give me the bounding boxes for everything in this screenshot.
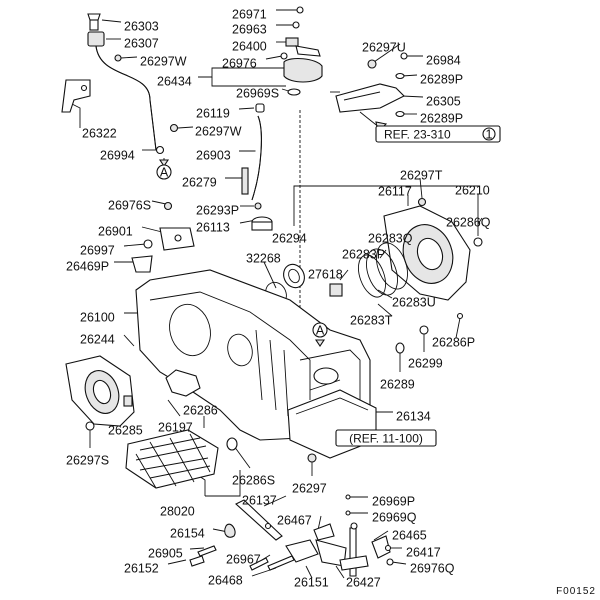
part-label-p26963: 26963 — [232, 23, 267, 37]
part-label-p26286q: 26286Q — [446, 216, 491, 230]
part-label-p26427: 26427 — [346, 576, 381, 590]
figure-code: F00152 — [556, 586, 596, 597]
part-label-p26976s: 26976S — [108, 199, 151, 213]
part-label-p26289p_a: 26289P — [420, 73, 463, 87]
part-label-p26279: 26279 — [182, 176, 217, 190]
part-label-p26197: 26197 — [158, 421, 193, 435]
part-label-p26286: 26286 — [183, 404, 218, 418]
part-label-p26283q: 26283Q — [368, 232, 413, 246]
ref-11-100: (REF. 11-100) — [349, 432, 423, 446]
oil-strainer — [125, 429, 219, 489]
part-label-p26969q: 26969Q — [372, 511, 417, 525]
part-label-p26152: 26152 — [124, 562, 159, 576]
shift-cable-bracket: REF. 23-310 1 — [335, 52, 501, 143]
part-label-p26905: 26905 — [148, 547, 183, 561]
part-label-p26100: 26100 — [80, 311, 115, 325]
part-label-p26434: 26434 — [157, 75, 192, 89]
ref-23-310: REF. 23-310 — [384, 128, 451, 142]
callout-a-body: A — [316, 324, 325, 338]
part-label-p26297t: 26297T — [400, 169, 443, 183]
part-label-p26285: 26285 — [108, 424, 143, 438]
part-label-p26969s: 26969S — [236, 87, 279, 101]
part-label-p26901: 26901 — [98, 225, 133, 239]
part-label-p26137: 26137 — [242, 494, 277, 508]
part-label-p26289p_b: 26289P — [420, 112, 463, 126]
part-label-p26467: 26467 — [277, 514, 312, 528]
sensor-bracket — [131, 201, 195, 273]
part-label-p26286s: 26286S — [232, 474, 275, 488]
part-label-p26210: 26210 — [455, 184, 490, 198]
part-label-p26307: 26307 — [124, 37, 159, 51]
selector-lever-group — [280, 6, 323, 96]
callout-a-top: A — [160, 166, 169, 180]
part-label-p26969p: 26969P — [372, 495, 415, 509]
part-label-p27618: 27618 — [308, 268, 343, 282]
part-label-p26976q: 26976Q — [410, 562, 455, 576]
part-label-p26903: 26903 — [196, 149, 231, 163]
ref-23-310-circle: 1 — [486, 128, 493, 142]
bell-housing — [65, 355, 238, 451]
part-label-p26417: 26417 — [406, 546, 441, 560]
part-label-p26283u: 26283U — [392, 296, 436, 310]
transmission-case: A — [135, 269, 429, 441]
part-label-p26297: 26297 — [292, 482, 327, 496]
part-label-p26971: 26971 — [232, 8, 267, 22]
part-label-p26289: 26289 — [380, 378, 415, 392]
part-label-p26994: 26994 — [100, 149, 135, 163]
part-label-p26976_a: 26976 — [222, 57, 257, 71]
part-label-p26468: 26468 — [208, 574, 243, 588]
part-label-p26297w_a: 26297W — [140, 55, 187, 69]
parking-linkage — [189, 494, 394, 577]
part-label-p26297u: 26297U — [362, 41, 406, 55]
part-label-p26151: 26151 — [294, 576, 329, 590]
part-label-p26117: 26117 — [378, 185, 412, 199]
part-label-p26469p: 26469P — [66, 260, 109, 274]
part-label-p26154: 26154 — [170, 527, 205, 541]
part-label-p26465: 26465 — [392, 529, 427, 543]
part-label-p26283t: 26283T — [350, 314, 393, 328]
dipstick-assembly: A — [61, 13, 179, 180]
part-label-p26294: 26294 — [272, 232, 307, 246]
part-label-p26305: 26305 — [426, 95, 461, 109]
part-label-p26286p: 26286P — [432, 336, 475, 350]
part-label-p26299: 26299 — [408, 357, 443, 371]
part-label-p26119: 26119 — [196, 107, 230, 121]
filler-tube — [241, 103, 273, 231]
part-label-p26293p: 26293P — [196, 204, 239, 218]
part-label-p26297w_b: 26297W — [195, 125, 242, 139]
part-label-p28020: 28020 — [160, 505, 195, 519]
part-label-p26984: 26984 — [426, 54, 461, 68]
part-label-p26244: 26244 — [80, 333, 115, 347]
part-label-p26400: 26400 — [232, 40, 267, 54]
leader-lines — [71, 9, 483, 579]
part-label-p26297s: 26297S — [66, 454, 109, 468]
part-label-p26322: 26322 — [82, 127, 117, 141]
part-label-p26283p: 26283P — [342, 248, 385, 262]
part-label-p26997: 26997 — [80, 244, 115, 258]
part-label-p26134: 26134 — [396, 410, 431, 424]
oil-pan: (REF. 11-100) — [287, 389, 437, 463]
part-label-p26967: 26967 — [226, 553, 261, 567]
part-label-p26113: 26113 — [196, 221, 230, 235]
part-label-p26303: 26303 — [124, 20, 159, 34]
part-label-p32268: 32268 — [246, 252, 281, 266]
